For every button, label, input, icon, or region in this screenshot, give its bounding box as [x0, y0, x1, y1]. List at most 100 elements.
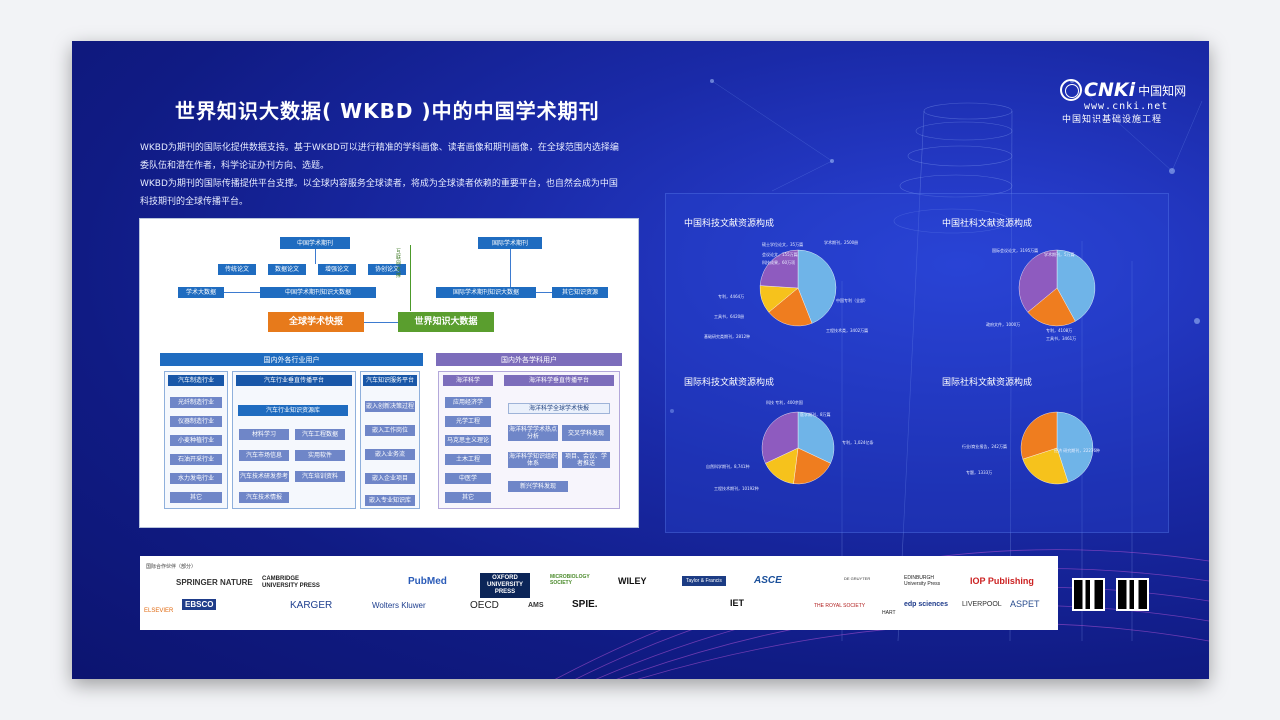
page-title: 世界知识大数据( WKBD )中的中国学术期刊 [175, 99, 600, 123]
node-auto-platform: 汽车行业垂直传播平台 [236, 375, 352, 386]
pie-slice [759, 249, 799, 289]
chart-title-cn-sci: 中国科技文献资源构成 [684, 219, 775, 229]
logo-brand: CNKi [1084, 79, 1136, 101]
scholar-users-header: 国内外各学科用户 [436, 353, 622, 366]
kb-item-6: 汽车培训资料 [295, 471, 345, 482]
ocean-item-3: 海洋科学知识组织体系 [508, 452, 558, 468]
node-type-4: 协创论文 [368, 264, 406, 275]
node-other-knowledge: 其它知识资源 [552, 287, 608, 298]
pie-slice [1056, 411, 1094, 483]
node-auto-kb: 汽车行业知识资源库 [238, 405, 348, 416]
service-item-1: 嵌入创新决策过程 [365, 401, 415, 412]
node-cn-journals: 中国学术期刊 [280, 237, 350, 249]
partner-logo-spie: SPIE. [572, 599, 598, 610]
partner-logo-asce: ASCE [754, 575, 782, 586]
partner-logo-degruyter: DE GRUYTER [844, 576, 871, 581]
label-cn-sci-7: 专利，4464万 [718, 294, 745, 299]
partner-logo-ams: AMS [528, 602, 544, 609]
partners-title: 国际合作伙伴（部分） [146, 564, 197, 570]
subject-4: 土木工程 [445, 454, 491, 465]
partner-logos-strip: 国际合作伙伴（部分） SPRINGER NATURE CAMBRIDGE UNI… [140, 556, 1058, 630]
industry-6: 其它 [170, 492, 222, 503]
logo-subtitle: 中国知识基础设施工程 [1062, 115, 1163, 125]
pie-slice [1056, 249, 1096, 322]
partner-logo-liverpool: LIVERPOOL [962, 601, 1002, 608]
service-item-4: 嵌入企业项目 [365, 473, 415, 484]
kb-item-1: 材料学习 [239, 429, 289, 440]
partner-logo-hart: HART [882, 610, 896, 616]
chart-title-intl-sci: 国际科技文献资源构成 [684, 378, 775, 388]
label-cn-sci-8: 中国专利（全部） [836, 298, 868, 303]
label-intl-soc-0: 经济 研究期刊，22276种 [1054, 448, 1100, 453]
partner-logo-springer: SPRINGER NATURE [176, 578, 253, 587]
ocean-item-2: 交叉学科发现 [562, 425, 610, 441]
industry-1: 光纤制造行业 [170, 397, 222, 408]
industry-2: 仪器制造行业 [170, 416, 222, 427]
partner-logo-iet: IET [730, 598, 745, 608]
node-auto-industry: 汽车制造行业 [168, 375, 224, 386]
pie-slice [761, 411, 799, 464]
pie-slice [793, 447, 831, 485]
logo-cn-name: 中国知网 [1138, 83, 1187, 98]
node-type-3: 增强论文 [318, 264, 356, 275]
node-global-quick-report: 全球学术快报 [268, 312, 364, 332]
partner-logo-oxford: OXFORD UNIVERSITY PRESS [480, 573, 530, 598]
node-intl-knowledge-base: 国际学术期刊知识大数据 [436, 287, 536, 298]
label-cn-soc-0: 国际会议论文，3195万篇 [992, 248, 1039, 253]
chart-title-intl-soc: 国际社科文献资源构成 [942, 378, 1033, 388]
partner-logo-wiley: WILEY [618, 576, 647, 586]
kb-item-7: 汽车技术情报 [239, 492, 289, 503]
industry-4: 石油开采行业 [170, 454, 222, 465]
partner-logo-oecd: OECD [470, 600, 499, 611]
partner-logo-wolters: Wolters Kluwer [372, 601, 426, 610]
node-ocean-quick: 海洋科学全球学术快报 [508, 403, 610, 414]
label-cn-soc-2: 政府文件，1000万 [986, 322, 1021, 327]
architecture-diagram: 中国学术期刊 国际学术期刊 传统论文 数据论文 增强论文 协创论文 学术大数据 … [139, 218, 639, 528]
service-item-3: 嵌入业务流 [365, 449, 415, 460]
pie-slice [1018, 249, 1058, 313]
label-cn-sci-5: 工程技术类，3402万篇 [826, 328, 869, 333]
label-intl-soc-2: 行业/商业报告，242万篇 [962, 444, 1007, 449]
node-ocean: 海洋科学 [443, 375, 493, 386]
label-cn-sci-2: 会议论文，155万篇 [762, 252, 798, 257]
node-cn-knowledge-base: 中国学术期刊知识大数据 [260, 287, 376, 298]
partner-logo-aspet: ASPET [1010, 599, 1040, 609]
partner-logo-taylor: Taylor & Francis [682, 576, 726, 586]
kb-item-4: 实用软件 [295, 450, 345, 461]
subject-3: 马克思主义理论 [445, 435, 491, 446]
node-type-2: 数据论文 [268, 264, 306, 275]
partner-logo-royal-society: THE ROYAL SOCIETY [814, 603, 866, 609]
cnki-logo: CNKi 中国知网 www.cnki.net 中国知识基础设施工程 [1060, 79, 1190, 125]
node-type-1: 传统论文 [218, 264, 256, 275]
partner-logo-edinburgh: EDINBURGH University Press [904, 575, 941, 587]
industry-5: 水力发电行业 [170, 473, 222, 484]
label-cn-soc-1: 学术期刊，5万篇 [1044, 252, 1075, 257]
pie-slice [1022, 447, 1069, 485]
pie-slice [1027, 287, 1076, 327]
qr-code-2[interactable] [1116, 578, 1149, 611]
partner-logo-elsevier: ELSEVIER [144, 608, 174, 614]
qr-code-1[interactable] [1072, 578, 1105, 611]
poster-panel: 世界知识大数据( WKBD )中的中国学术期刊 WKBD为期刊的国际化提供数据支… [72, 41, 1209, 679]
background-decoration [554, 79, 1209, 679]
support-label: 互联网支撑 [396, 249, 402, 279]
node-ocean-platform: 海洋科学垂直传播平台 [504, 375, 614, 386]
partner-logo-cambridge: CAMBRIDGE UNIVERSITY PRESS [262, 576, 320, 589]
partner-logo-ebsco: EBSCO [182, 599, 217, 610]
pie-slice [1020, 411, 1058, 460]
label-cn-sci-4: 基础研究类期刊，2812种 [704, 334, 751, 339]
label-intl-sci-0: 科技 专利，400余国 [766, 400, 803, 405]
pie-slice [797, 249, 837, 324]
kb-item-2: 汽车工程数据 [295, 429, 345, 440]
pie-charts [759, 249, 1096, 485]
label-cn-soc-3: 专利，4108万 [1046, 328, 1073, 333]
node-wkbd: 世界知识大数据 [398, 312, 494, 332]
industry-3: 小麦种植行业 [170, 435, 222, 446]
label-cn-sci-3: 科技成果，60万项 [762, 260, 796, 265]
label-cn-soc-4: 工具书，3461万 [1046, 336, 1077, 341]
partner-logo-pubmed: PubMed [408, 576, 447, 587]
subject-6: 其它 [445, 492, 491, 503]
globe-icon [1060, 79, 1082, 101]
partner-logo-iop: IOP Publishing [970, 576, 1034, 586]
label-cn-sci-6: 工具书，6420册 [714, 314, 745, 319]
